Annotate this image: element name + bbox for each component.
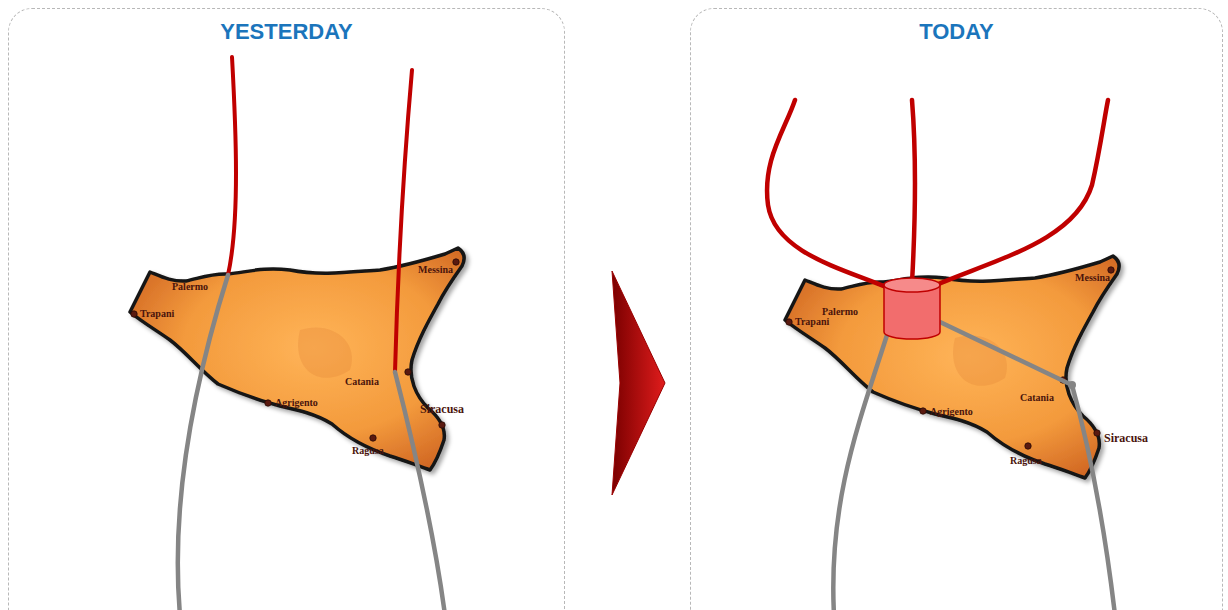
submarine-cable: [395, 70, 412, 372]
city-label: Ragusa: [352, 445, 384, 456]
land-cable: [178, 275, 228, 610]
map-yesterday: [130, 248, 464, 470]
transition-arrow: [612, 271, 665, 495]
cables-yesterday: [178, 57, 445, 610]
panel-title: YESTERDAY: [9, 19, 564, 45]
junction: [1068, 381, 1076, 389]
panel-title: TODAY: [691, 19, 1222, 45]
land-cable: [940, 322, 1115, 610]
map-today: [785, 256, 1119, 478]
city-label: Agrigento: [930, 406, 973, 417]
hub-cylinder: [884, 278, 940, 339]
city-label: Catania: [1020, 392, 1054, 403]
submarine-cable: [936, 100, 1108, 285]
cables-today: [767, 100, 1115, 610]
city-label: Catania: [345, 376, 379, 387]
panel: YESTERDAY: [8, 8, 565, 610]
city-label: Siracusa: [1104, 432, 1148, 445]
panel: TODAY: [690, 8, 1223, 610]
city-label: Messina: [418, 264, 453, 275]
city-label: Trapani: [140, 308, 174, 319]
land-cable: [833, 335, 887, 610]
submarine-cable: [228, 57, 236, 275]
city-label: Messina: [1075, 272, 1110, 283]
submarine-cable: [767, 100, 886, 287]
city-label: Agrigento: [275, 397, 318, 408]
city-label: Ragusa: [1010, 455, 1042, 466]
submarine-cable: [912, 100, 915, 283]
city-label: Palermo: [822, 306, 858, 317]
city-label: Siracusa: [420, 403, 464, 416]
city-label: Palermo: [172, 281, 208, 292]
city-label: Trapani: [795, 316, 829, 327]
land-cable: [395, 372, 445, 610]
